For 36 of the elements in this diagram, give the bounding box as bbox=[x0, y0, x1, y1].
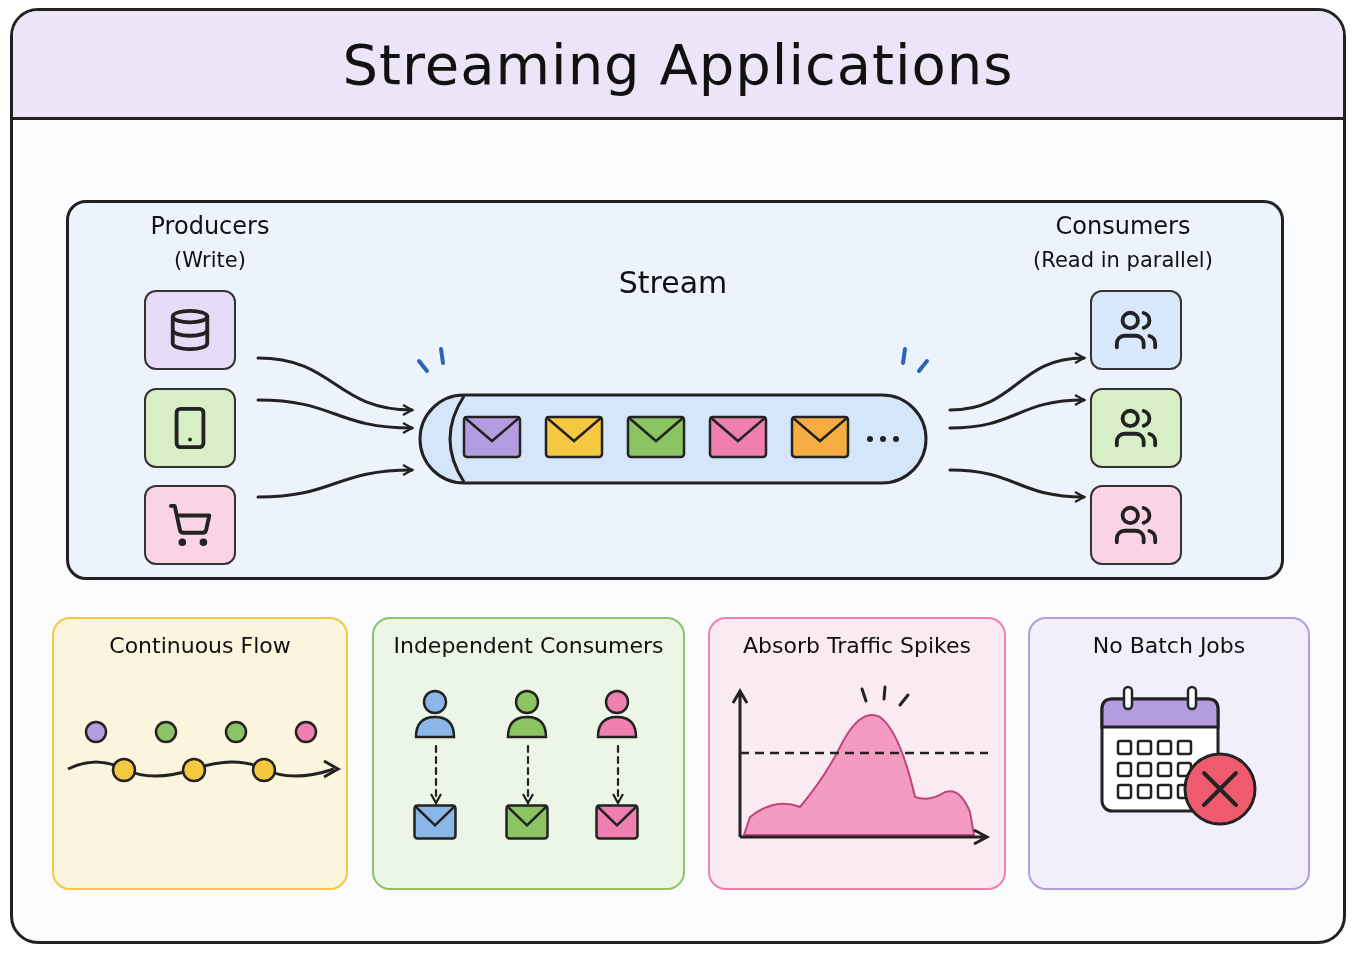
database-tile bbox=[144, 290, 236, 370]
role-heading: Producers bbox=[150, 212, 270, 240]
arrow bbox=[429, 744, 443, 805]
arrow bbox=[611, 744, 625, 805]
card-title: Independent Consumers bbox=[392, 633, 665, 658]
continuous-flow-card bbox=[52, 617, 348, 890]
card-title: No Batch Jobs bbox=[1091, 633, 1247, 658]
arrow bbox=[948, 352, 1086, 412]
arrow bbox=[256, 356, 414, 416]
role-subtitle: (Write) bbox=[174, 248, 246, 272]
person-icon bbox=[413, 689, 457, 739]
stream-panel bbox=[66, 200, 1284, 580]
stream-label: Stream bbox=[617, 265, 729, 300]
arrow bbox=[948, 394, 1086, 430]
card-title: Continuous Flow bbox=[108, 633, 292, 658]
users-tile bbox=[1090, 290, 1182, 370]
arrow bbox=[256, 398, 414, 434]
role-heading: Consumers bbox=[1055, 212, 1191, 240]
cart-tile bbox=[144, 485, 236, 565]
envelope-icon bbox=[505, 804, 549, 840]
arrow bbox=[948, 468, 1086, 503]
role-subtitle: (Read in parallel) bbox=[1033, 248, 1213, 272]
envelope-icon bbox=[595, 804, 639, 840]
no-batch-jobs-card bbox=[1028, 617, 1310, 890]
title: Streaming Applications bbox=[342, 31, 1014, 97]
arrow bbox=[256, 464, 414, 499]
person-icon bbox=[505, 689, 549, 739]
users-tile bbox=[1090, 485, 1182, 565]
phone-tile bbox=[144, 388, 236, 468]
envelope-icon bbox=[413, 804, 457, 840]
traffic-spikes-card bbox=[708, 617, 1006, 890]
independent-consumers-card bbox=[372, 617, 685, 890]
card-title: Absorb Traffic Spikes bbox=[742, 633, 972, 658]
person-icon bbox=[595, 689, 639, 739]
arrow bbox=[521, 744, 535, 805]
users-tile bbox=[1090, 388, 1182, 468]
